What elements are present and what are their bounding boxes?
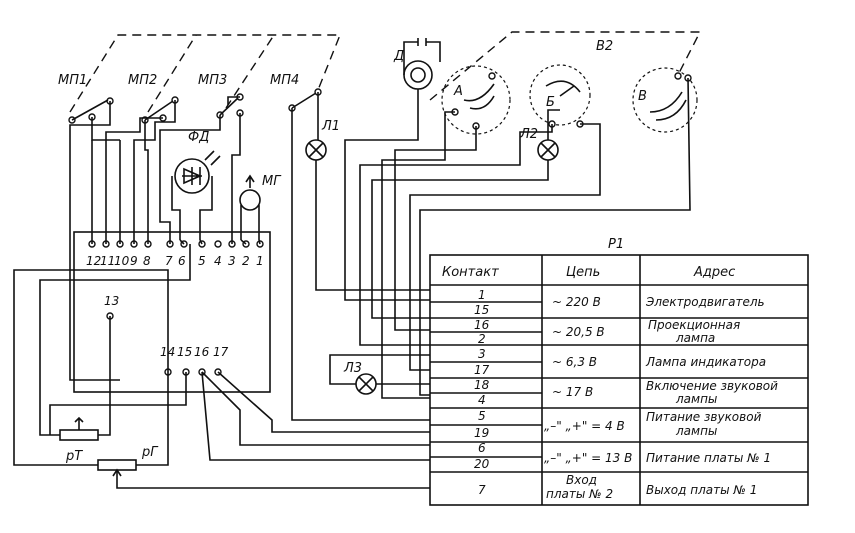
switch-v2-label: В2 xyxy=(596,39,613,54)
row7-address: Выход платы № 1 xyxy=(646,483,757,497)
row5-address-a: Питание звуковой xyxy=(646,410,762,424)
photodiode: ФД xyxy=(171,130,221,240)
pin-4: 4 xyxy=(214,254,222,268)
switch-wiring xyxy=(69,96,261,381)
resistor-rg-label: рГ xyxy=(141,445,159,460)
pin-12: 12 xyxy=(86,254,101,268)
row3-contact-a: 3 xyxy=(478,347,486,361)
switch-mp4-label: МП4 xyxy=(270,73,299,88)
pin-10: 10 xyxy=(114,254,130,268)
pin-15: 15 xyxy=(177,345,192,359)
row1-address: Электродвигатель xyxy=(645,295,765,309)
pin-6: 6 xyxy=(178,254,186,268)
header-contact: Контакт xyxy=(442,265,499,280)
row7-contact: 7 xyxy=(478,483,486,497)
row6-circuit: „–" „+" = 13 В xyxy=(544,451,632,465)
row7-circuit-a: Вход xyxy=(566,473,597,487)
cam-v-label: В xyxy=(638,89,647,104)
switch-mp1-label: МП1 xyxy=(58,73,87,88)
switch-mp3-label: МП3 xyxy=(198,73,227,88)
row5-contact-a: 5 xyxy=(478,409,486,423)
header-address: Адрес xyxy=(693,265,735,280)
switch-mp2-label: МП2 xyxy=(128,73,157,88)
row4-circuit: ~ 17 В xyxy=(552,385,593,399)
cam-switch-group: В2 А Б В xyxy=(359,39,698,399)
connector-title: Р1 xyxy=(608,237,624,252)
switch-mp1 xyxy=(68,97,120,141)
resistor-rg: рГ xyxy=(13,269,430,489)
motor-label: Д xyxy=(393,49,404,64)
row1-circuit: ~ 220 В xyxy=(552,295,601,309)
switch-mp3 xyxy=(216,93,244,119)
cam-b: Б xyxy=(529,64,591,128)
row1-contact-b: 15 xyxy=(474,303,489,317)
connector-p1: Р1 Контакт Цепь Адрес 1 15 ~ 220 В Элект… xyxy=(429,237,809,506)
board-top-pins xyxy=(88,240,264,248)
pin-7: 7 xyxy=(165,254,173,268)
row5-address-b: лампы xyxy=(675,424,717,438)
pin-16: 16 xyxy=(194,345,210,359)
pin-17: 17 xyxy=(213,345,229,359)
row4-address-b: лампы xyxy=(675,392,717,406)
row6-contact-a: 6 xyxy=(478,441,486,455)
cam-a: А xyxy=(441,65,511,135)
magnetic-head-label: МГ xyxy=(262,174,282,189)
resistor-rt-label: рТ xyxy=(65,449,83,464)
row6-contact-b: 20 xyxy=(474,457,490,471)
lamp-l3: Л3 xyxy=(329,354,430,395)
pin-1: 1 xyxy=(256,254,264,268)
row3-circuit: ~ 6,3 В xyxy=(552,355,597,369)
row4-contact-a: 18 xyxy=(474,378,490,392)
cam-a-label: А xyxy=(453,84,463,99)
switch-labels: МП1 МП2 МП3 МП4 xyxy=(58,73,299,88)
row4-address-a: Включение звуковой xyxy=(646,379,778,393)
lamp-l2: Л2 xyxy=(371,109,560,319)
magnetic-head: МГ xyxy=(239,174,282,240)
row7-circuit-b: платы № 2 xyxy=(546,487,613,501)
switch-mp4 xyxy=(288,88,322,112)
row3-contact-b: 17 xyxy=(474,363,490,377)
row4-contact-b: 4 xyxy=(478,393,486,407)
pin-9: 9 xyxy=(130,254,138,268)
pin-11: 11 xyxy=(100,254,115,268)
lamp-l1-label: Л1 xyxy=(321,119,340,134)
row6-address: Питание платы № 1 xyxy=(646,451,771,465)
switch-mp2 xyxy=(141,96,179,124)
pin-8: 8 xyxy=(143,254,151,268)
lamp-l3-label: Л3 xyxy=(343,361,362,376)
row1-contact-a: 1 xyxy=(478,288,486,302)
board-to-connector-wiring xyxy=(49,108,430,461)
row2-address-a: Проекционная xyxy=(648,318,740,332)
row5-circuit: „–" „+" = 4 В xyxy=(544,419,625,433)
pin-3: 3 xyxy=(228,254,236,268)
row2-address-b: лампа xyxy=(675,331,715,345)
row5-contact-b: 19 xyxy=(474,426,489,440)
cam-v: В xyxy=(632,67,698,133)
pin-2: 2 xyxy=(242,254,250,268)
pin-5: 5 xyxy=(198,254,206,268)
main-board: 12 11 10 9 8 7 6 5 4 3 2 1 13 14 15 16 1… xyxy=(73,231,271,393)
lamp-l2-label: Л2 xyxy=(519,127,538,142)
header-circuit: Цепь xyxy=(566,265,600,280)
row2-contact-b: 2 xyxy=(478,332,486,346)
lamp-l1: Л1 xyxy=(305,92,430,291)
motor: Д xyxy=(344,38,441,301)
resistor-rt: рТ xyxy=(39,244,191,464)
pin-13: 13 xyxy=(104,294,119,308)
cam-b-label: Б xyxy=(546,95,555,110)
row2-circuit: ~ 20,5 В xyxy=(552,325,605,339)
switch-linkage xyxy=(69,31,702,113)
row3-address: Лампа индикатора xyxy=(645,355,766,369)
row2-contact-a: 16 xyxy=(474,318,490,332)
photodiode-label: ФД xyxy=(188,130,209,145)
